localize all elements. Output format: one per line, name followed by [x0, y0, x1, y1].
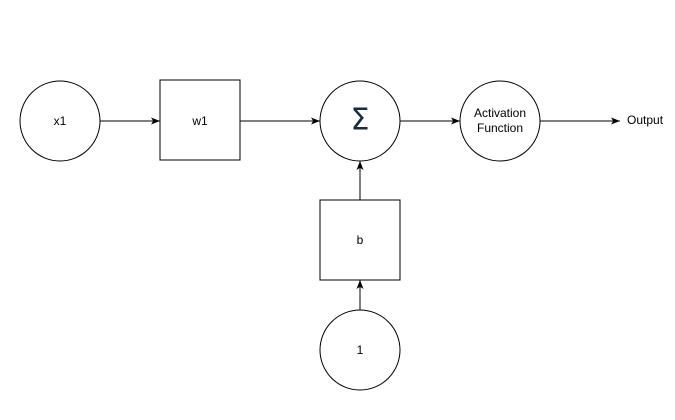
node-sum: Σ: [319, 80, 401, 162]
node-activation-label-line1: Activation: [474, 106, 526, 120]
node-w1-box: [159, 79, 241, 161]
node-w1: w1: [159, 79, 241, 161]
node-w1-label: w1: [191, 114, 208, 128]
node-x1: x1: [19, 80, 101, 162]
node-one: 1: [319, 309, 401, 391]
node-one-label: 1: [357, 343, 364, 357]
node-b-label: b: [357, 233, 364, 247]
node-activation: Activation Function: [459, 80, 541, 162]
node-x1-label: x1: [54, 114, 67, 128]
node-activation-label-line2: Function: [477, 121, 523, 135]
node-b-box: [319, 199, 401, 281]
node-one-circle: [319, 309, 401, 391]
node-activation-circle: [459, 80, 541, 162]
output-label: Output: [627, 113, 664, 127]
node-x1-circle: [19, 80, 101, 162]
node-sum-circle: [319, 80, 401, 162]
sigma-icon: Σ: [351, 103, 370, 138]
node-b: b: [319, 199, 401, 281]
